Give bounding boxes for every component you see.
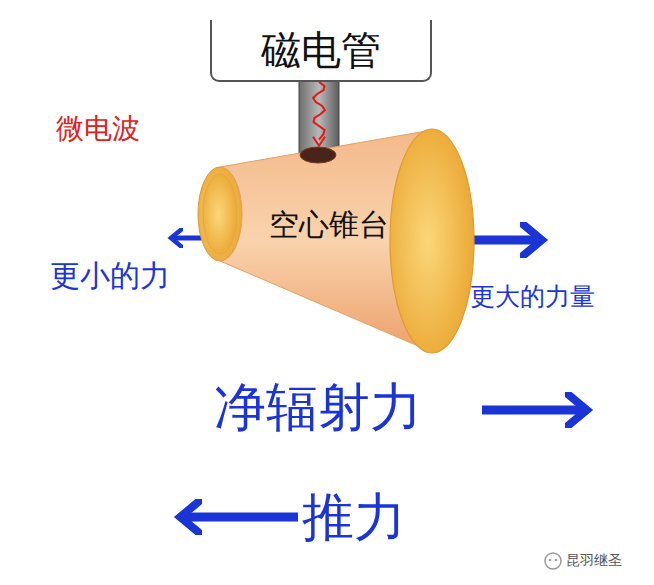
net-force-arrow [482,406,585,415]
node-text: 磁电管 [261,27,381,73]
thrust-arrow [182,513,298,522]
small-force-label: 更小的力 [50,258,170,294]
node-text: 空心锥台 [269,208,393,243]
microwave-label: 微电波 [56,112,140,146]
thrust-label: 推力 [302,486,406,548]
watermark-text: 昆羽继圣 [566,552,622,569]
microwave-connector [313,82,325,146]
watermark-icon [545,553,561,569]
hollow-frustum: 空心锥台 [195,124,480,356]
large-force-label: 更大的力量 [470,283,602,312]
magnetron-box: 磁电管 [210,20,432,82]
net-force-label: 净辐射力 [214,376,422,438]
